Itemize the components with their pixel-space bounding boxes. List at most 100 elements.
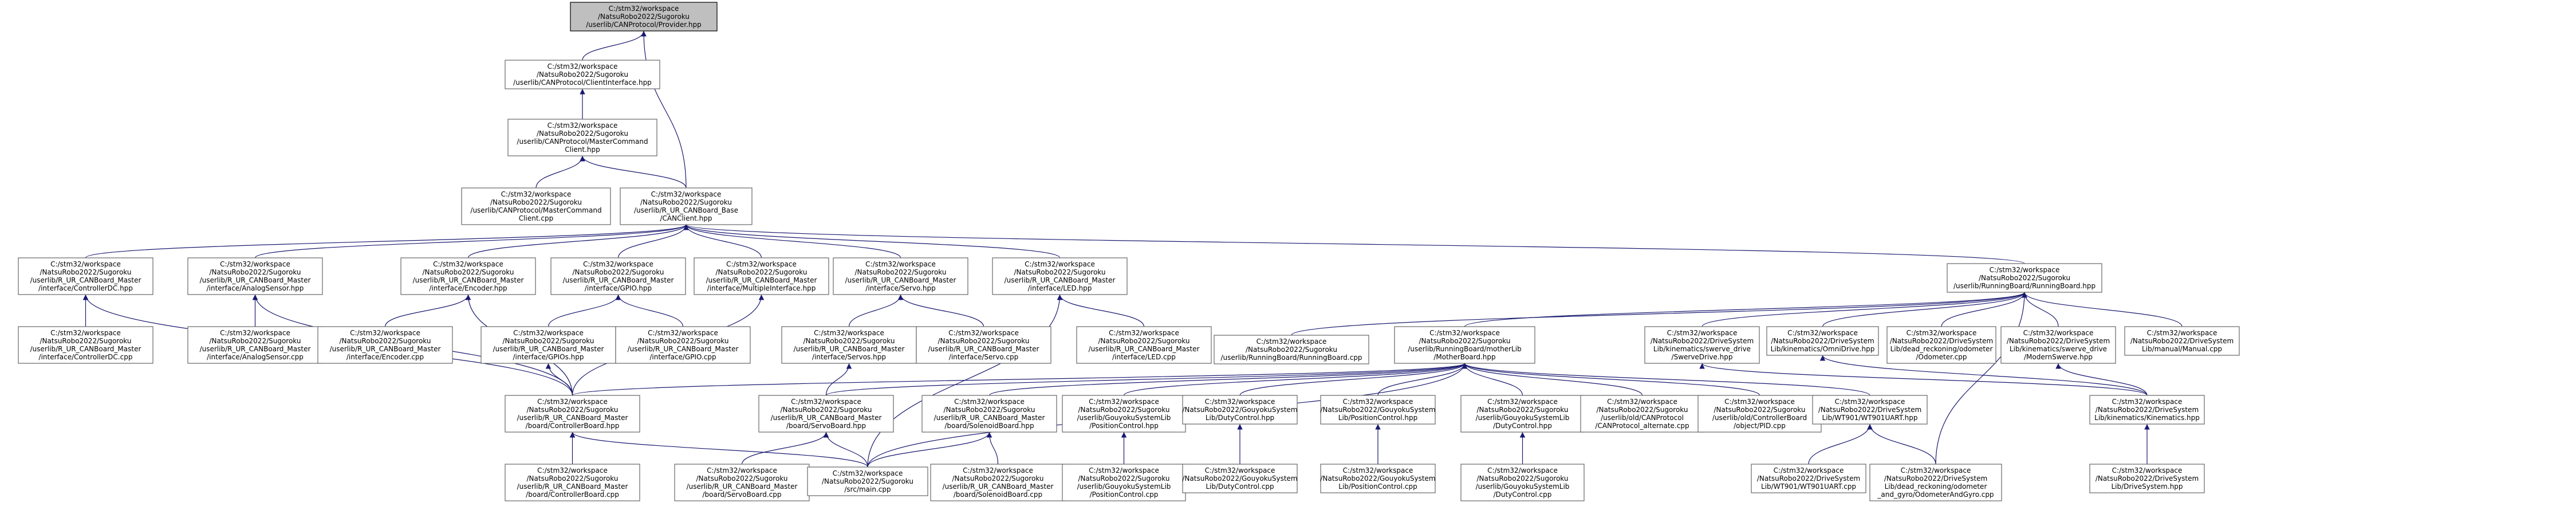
file-path-line: /userlib/R_UR_CANBoard_Master: [413, 276, 524, 284]
file-path-line: Lib/DriveSystem.hpp: [2111, 483, 2183, 491]
include-edge: [1462, 363, 1643, 396]
file-node-manual[interactable]: C:/stm32/workspace/NatsuRobo2022/DriveSy…: [2124, 326, 2240, 356]
file-node-provider[interactable]: C:/stm32/workspace/NatsuRobo2022/Sugorok…: [570, 2, 718, 32]
file-node-kinematics[interactable]: C:/stm32/workspace/NatsuRobo2022/DriveSy…: [2089, 395, 2205, 425]
file-node-servo-board[interactable]: C:/stm32/workspace/NatsuRobo2022/Sugorok…: [758, 395, 894, 433]
file-node-odometer[interactable]: C:/stm32/workspace/NatsuRobo2022/DriveSy…: [1886, 326, 1996, 364]
file-path-line: Client.cpp: [519, 214, 553, 222]
file-node-if-gpios[interactable]: C:/stm32/workspace/NatsuRobo2022/Sugorok…: [480, 326, 616, 364]
file-node-if-dc[interactable]: C:/stm32/workspace/NatsuRobo2022/Sugorok…: [18, 257, 153, 295]
file-node-box: [1869, 464, 2002, 501]
file-node-duty-control-cpp[interactable]: C:/stm32/workspace/NatsuRobo2022/Gouyoku…: [1182, 464, 1298, 493]
file-path-line: /NatsuRobo2022/Sugoroku: [1477, 406, 1569, 414]
file-node-if-gpio-cpp[interactable]: C:/stm32/workspace/NatsuRobo2022/Sugorok…: [615, 326, 751, 364]
file-node-box: [992, 257, 1128, 295]
file-node-if-analog-cpp[interactable]: C:/stm32/workspace/NatsuRobo2022/Sugorok…: [187, 326, 323, 364]
file-node-box: [1766, 326, 1879, 356]
file-node-odometer-gyro[interactable]: C:/stm32/workspace/NatsuRobo2022/DriveSy…: [1869, 464, 2002, 501]
include-edge: [1462, 363, 1870, 396]
file-node-swerve-drive[interactable]: C:/stm32/workspace/NatsuRobo2022/DriveSy…: [1644, 326, 1760, 364]
file-path-line: /userlib/RunningBoard/motherLib: [1408, 345, 1521, 353]
file-node-duty-control-h[interactable]: C:/stm32/workspace/NatsuRobo2022/Gouyoku…: [1182, 395, 1298, 425]
file-node-box: [1886, 326, 1996, 364]
file-path-line: /interface/Encoder.cpp: [346, 353, 424, 361]
file-path-line: C:/stm32/workspace: [2112, 398, 2183, 406]
file-node-client-if[interactable]: C:/stm32/workspace/NatsuRobo2022/Sugorok…: [505, 60, 660, 89]
file-node-drive-system[interactable]: C:/stm32/workspace/NatsuRobo2022/DriveSy…: [2089, 464, 2205, 493]
file-node-position-control-cpp[interactable]: C:/stm32/workspace/NatsuRobo2022/Sugorok…: [1062, 464, 1186, 501]
file-path-line: /ModernSwerve.hpp: [2024, 353, 2093, 361]
file-node-master-cmd-cpp[interactable]: C:/stm32/workspace/NatsuRobo2022/Sugorok…: [461, 187, 611, 225]
file-node-position-control-h2[interactable]: C:/stm32/workspace/NatsuRobo2022/Gouyoku…: [1320, 395, 1436, 425]
file-path-line: /NatsuRobo2022/Sugoroku: [637, 337, 729, 345]
file-node-if-gpio[interactable]: C:/stm32/workspace/NatsuRobo2022/Sugorok…: [550, 257, 686, 295]
file-node-box: [18, 326, 153, 364]
include-edge: [683, 224, 901, 258]
file-node-main-cpp[interactable]: C:/stm32/workspace/NatsuRobo2022/Sugorok…: [807, 466, 928, 496]
file-path-line: /src/main.cpp: [844, 485, 891, 493]
file-node-box: [1062, 395, 1186, 433]
file-path-line: /board/ControllerBoard.cpp: [526, 491, 619, 499]
file-path-line: C:/stm32/workspace: [2112, 466, 2183, 474]
file-path-line: /NatsuRobo2022/Sugoroku: [503, 337, 594, 345]
file-path-line: /board/ServoBoard.cpp: [702, 491, 781, 499]
file-node-controller-board[interactable]: C:/stm32/workspace/NatsuRobo2022/Sugorok…: [505, 395, 640, 433]
file-path-line: Lib/manual/Manual.cpp: [2142, 345, 2222, 353]
file-node-if-led[interactable]: C:/stm32/workspace/NatsuRobo2022/Sugorok…: [992, 257, 1128, 295]
file-path-line: C:/stm32/workspace: [350, 329, 420, 337]
file-node-solenoid-board-cpp[interactable]: C:/stm32/workspace/NatsuRobo2022/Sugorok…: [930, 464, 1066, 501]
file-path-line: /NatsuRobo2022/Sugoroku: [1714, 406, 1806, 414]
file-node-box: [1214, 335, 1369, 364]
file-node-if-servos[interactable]: C:/stm32/workspace/NatsuRobo2022/Sugorok…: [781, 326, 917, 364]
file-node-if-analog[interactable]: C:/stm32/workspace/NatsuRobo2022/Sugorok…: [187, 257, 323, 295]
include-edge: [580, 155, 687, 189]
file-path-line: /userlib/R_UR_CANBoard_Master: [845, 276, 956, 284]
file-path-line: C:/stm32/workspace: [513, 329, 584, 337]
include-edge: [641, 30, 687, 189]
file-path-line: /NatsuRobo2022/Sugoroku: [340, 337, 431, 345]
file-node-master-cmd-h[interactable]: C:/stm32/workspace/NatsuRobo2022/Sugorok…: [507, 119, 657, 156]
file-path-line: /interface/LED.cpp: [1112, 353, 1176, 361]
file-node-if-servo-cpp[interactable]: C:/stm32/workspace/NatsuRobo2022/Sugorok…: [916, 326, 1051, 364]
file-path-line: /NatsuRobo2022/GouyokuSystem: [1320, 474, 1435, 483]
file-node-position-control-cpp2[interactable]: C:/stm32/workspace/NatsuRobo2022/Gouyoku…: [1320, 464, 1436, 493]
file-node-if-multiple[interactable]: C:/stm32/workspace/NatsuRobo2022/Sugorok…: [694, 257, 829, 295]
file-node-duty-control-h2[interactable]: C:/stm32/workspace/NatsuRobo2022/Sugorok…: [1460, 395, 1585, 433]
file-node-servo-board-cpp[interactable]: C:/stm32/workspace/NatsuRobo2022/Sugorok…: [674, 464, 810, 501]
include-edge: [2022, 292, 2183, 327]
file-node-box: [1947, 263, 2102, 293]
file-node-if-encoder[interactable]: C:/stm32/workspace/NatsuRobo2022/Sugorok…: [400, 257, 536, 295]
file-node-running-board-cpp[interactable]: C:/stm32/workspace/NatsuRobo2022/Sugorok…: [1214, 335, 1369, 364]
file-path-line: /NatsuRobo2022/Sugoroku: [527, 474, 619, 483]
file-node-wt901-cpp[interactable]: C:/stm32/workspace/NatsuRobo2022/DriveSy…: [1751, 464, 1866, 493]
file-path-line: C:/stm32/workspace: [651, 190, 722, 198]
file-path-line: /NatsuRobo2022/Sugoroku: [40, 337, 132, 345]
file-path-line: /interface/LED.hpp: [1028, 284, 1092, 292]
file-node-canclient[interactable]: C:/stm32/workspace/NatsuRobo2022/Sugorok…: [620, 187, 753, 225]
file-path-line: /NatsuRobo2022/DriveSystem: [1651, 337, 1754, 345]
file-node-omni-drive[interactable]: C:/stm32/workspace/NatsuRobo2022/DriveSy…: [1766, 326, 1879, 356]
file-path-line: C:/stm32/workspace: [1787, 329, 1858, 337]
file-node-wt901-h[interactable]: C:/stm32/workspace/NatsuRobo2022/DriveSy…: [1812, 395, 1928, 425]
file-node-controller-board-cpp[interactable]: C:/stm32/workspace/NatsuRobo2022/Sugorok…: [505, 464, 640, 501]
file-path-line: /userlib/RunningBoard/RunningBoard.cpp: [1220, 354, 1362, 362]
include-edge: [1057, 294, 1145, 327]
file-node-position-control-h[interactable]: C:/stm32/workspace/NatsuRobo2022/Sugorok…: [1062, 395, 1186, 433]
include-edge: [1123, 363, 1468, 396]
file-node-box: [1320, 395, 1436, 425]
file-node-if-servo[interactable]: C:/stm32/workspace/NatsuRobo2022/Sugorok…: [833, 257, 968, 295]
file-path-line: C:/stm32/workspace: [648, 329, 718, 337]
file-node-running-board[interactable]: C:/stm32/workspace/NatsuRobo2022/Sugorok…: [1947, 263, 2102, 293]
file-node-if-encoder-cpp[interactable]: C:/stm32/workspace/NatsuRobo2022/Sugorok…: [317, 326, 453, 364]
file-path-line: /interface/GPIO.cpp: [649, 353, 716, 361]
file-path-line: C:/stm32/workspace: [1487, 466, 1558, 474]
file-node-mother-board[interactable]: C:/stm32/workspace/NatsuRobo2022/Sugorok…: [1394, 326, 1535, 364]
file-node-if-led-cpp[interactable]: C:/stm32/workspace/NatsuRobo2022/Sugorok…: [1076, 326, 1212, 364]
file-node-pid[interactable]: C:/stm32/workspace/NatsuRobo2022/Sugorok…: [1697, 395, 1822, 433]
file-node-if-dc-cpp[interactable]: C:/stm32/workspace/NatsuRobo2022/Sugorok…: [18, 326, 153, 364]
file-node-duty-control-cpp2[interactable]: C:/stm32/workspace/NatsuRobo2022/Sugorok…: [1460, 464, 1585, 501]
file-node-solenoid-board[interactable]: C:/stm32/workspace/NatsuRobo2022/Sugorok…: [921, 395, 1057, 433]
include-edge: [2055, 363, 2148, 396]
file-node-can-protocol-alt[interactable]: C:/stm32/workspace/NatsuRobo2022/Sugorok…: [1580, 395, 1704, 433]
file-node-modern-swerve[interactable]: C:/stm32/workspace/NatsuRobo2022/DriveSy…: [2000, 326, 2116, 364]
